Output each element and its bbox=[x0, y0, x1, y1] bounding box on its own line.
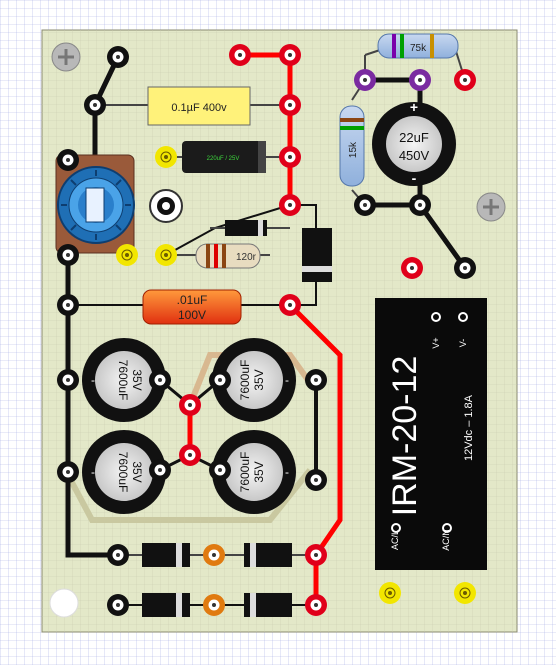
solder-pad-center bbox=[410, 266, 414, 270]
cap-main-plus: + bbox=[410, 99, 418, 115]
solder-pads bbox=[57, 44, 476, 616]
cap-electrolytic-220uf: 220uF / 25V bbox=[166, 141, 290, 173]
bridge-diode-1 bbox=[118, 543, 214, 567]
resistor-15k: 15k bbox=[339, 79, 366, 206]
filter-cap-3-value: 7600uF bbox=[116, 452, 130, 493]
solder-pad-center bbox=[314, 553, 318, 557]
filter-cap-1-minus: - bbox=[91, 373, 95, 387]
solder-pad-center bbox=[66, 303, 70, 307]
solder-pad-center bbox=[212, 553, 216, 557]
resistor-15k-label: 15k bbox=[348, 141, 359, 158]
resistor-120r: 120r bbox=[166, 243, 270, 269]
mounting-hole-right bbox=[476, 192, 506, 222]
solder-pad-center bbox=[418, 203, 422, 207]
filter-cap-3-voltage: 35V bbox=[130, 461, 144, 482]
cap-main-22uf: + - 22uF 450V bbox=[372, 99, 456, 186]
solder-pad-center bbox=[212, 603, 216, 607]
mounting-hole-top-left bbox=[51, 42, 81, 72]
solder-pad-center bbox=[363, 203, 367, 207]
solder-pad-center bbox=[218, 378, 222, 382]
solder-pad-center bbox=[314, 603, 318, 607]
cap-film-100v-voltage: 100V bbox=[178, 308, 206, 322]
psu-pin-vminus-label: V- bbox=[458, 339, 468, 348]
rectifier-diode-large bbox=[302, 228, 332, 282]
psu-module-name: IRM-20-12 bbox=[386, 356, 424, 517]
solder-pad-center bbox=[164, 253, 168, 257]
psu-module-rating: 12Vdc – 1.8A bbox=[463, 394, 475, 461]
filter-cap-3: 7600uF 35V - + bbox=[82, 430, 166, 514]
cap-electrolytic-220uf-label: 220uF / 25V bbox=[207, 156, 240, 162]
solder-pad-center bbox=[164, 155, 168, 159]
cap-main-minus: - bbox=[412, 170, 417, 186]
psu-pin-acn-label: AC/N bbox=[441, 529, 451, 551]
solder-pad-center bbox=[238, 53, 242, 57]
wire-beige-loop bbox=[65, 468, 313, 523]
solder-pad-center bbox=[363, 78, 367, 82]
solder-pad-center bbox=[463, 591, 467, 595]
resistor-75k-label: 75k bbox=[410, 43, 427, 54]
solder-pad-center bbox=[288, 203, 292, 207]
filter-cap-1: 7600uF 35V - + bbox=[82, 338, 166, 422]
filter-cap-4-voltage: 35V bbox=[252, 461, 266, 482]
solder-pad-center bbox=[288, 53, 292, 57]
cap-film-100v-value: .01uF bbox=[177, 293, 208, 307]
solder-pad-center bbox=[158, 378, 162, 382]
solder-pad-center bbox=[158, 468, 162, 472]
solder-pad-center bbox=[314, 478, 318, 482]
solder-pad-center bbox=[463, 266, 467, 270]
bridge-diode-4 bbox=[244, 593, 292, 617]
filter-cap-2-voltage: 35V bbox=[252, 369, 266, 390]
filter-cap-1-value: 7600uF bbox=[116, 360, 130, 401]
psu-pin-vplus-label: V+ bbox=[431, 337, 441, 348]
solder-pad-center bbox=[188, 403, 192, 407]
fuse-holder bbox=[149, 189, 183, 223]
filter-cap-4-value: 7600uF bbox=[238, 452, 252, 493]
cap-main-voltage: 450V bbox=[399, 148, 430, 163]
solder-pad-center bbox=[314, 378, 318, 382]
mounting-hole-bottom-left bbox=[49, 588, 79, 618]
cap-film-400v: 0.1µF 400v bbox=[95, 86, 290, 126]
solder-pad-center bbox=[125, 253, 129, 257]
solder-pad-center bbox=[288, 103, 292, 107]
solder-pad-center bbox=[93, 103, 97, 107]
solder-pad-center bbox=[463, 78, 467, 82]
cap-film-100v: .01uF 100V bbox=[142, 289, 242, 325]
rotary-switch[interactable] bbox=[55, 154, 135, 254]
solder-pad-center bbox=[418, 78, 422, 82]
filter-cap-2-minus: - bbox=[285, 373, 289, 387]
filter-cap-2: 7600uF 35V + - bbox=[212, 338, 296, 422]
solder-pad-center bbox=[288, 303, 292, 307]
psu-module-irm-20-12: IRM-20-12 12Vdc – 1.8A V+ V- AC/L AC/N bbox=[375, 298, 487, 570]
filter-cap-3-minus: - bbox=[91, 465, 95, 479]
solder-pad-center bbox=[66, 158, 70, 162]
bridge-diode-3 bbox=[142, 593, 190, 617]
bridge-diode-2 bbox=[214, 543, 316, 567]
solder-pad-center bbox=[116, 55, 120, 59]
solder-pad-center bbox=[66, 253, 70, 257]
wire-red-right bbox=[288, 303, 343, 605]
wire-black-left-rail bbox=[65, 160, 118, 558]
solder-pad-center bbox=[188, 453, 192, 457]
filter-cap-2-value: 7600uF bbox=[238, 360, 252, 401]
cap-film-400v-label: 0.1µF 400v bbox=[171, 102, 227, 114]
solder-pad-center bbox=[288, 155, 292, 159]
filter-cap-4-minus: - bbox=[285, 465, 289, 479]
filter-cap-1-voltage: 35V bbox=[130, 369, 144, 390]
small-diode bbox=[210, 220, 290, 236]
psu-pin-acl-label: AC/L bbox=[390, 530, 400, 550]
resistor-120r-label: 120r bbox=[236, 252, 257, 263]
solder-pad-center bbox=[218, 468, 222, 472]
cap-main-value: 22uF bbox=[399, 130, 429, 145]
solder-pad-center bbox=[66, 378, 70, 382]
solder-pad-center bbox=[116, 603, 120, 607]
solder-pad-center bbox=[116, 553, 120, 557]
solder-pad-center bbox=[388, 591, 392, 595]
solder-pad-center bbox=[66, 470, 70, 474]
filter-cap-4: 7600uF 35V + - bbox=[212, 430, 296, 514]
